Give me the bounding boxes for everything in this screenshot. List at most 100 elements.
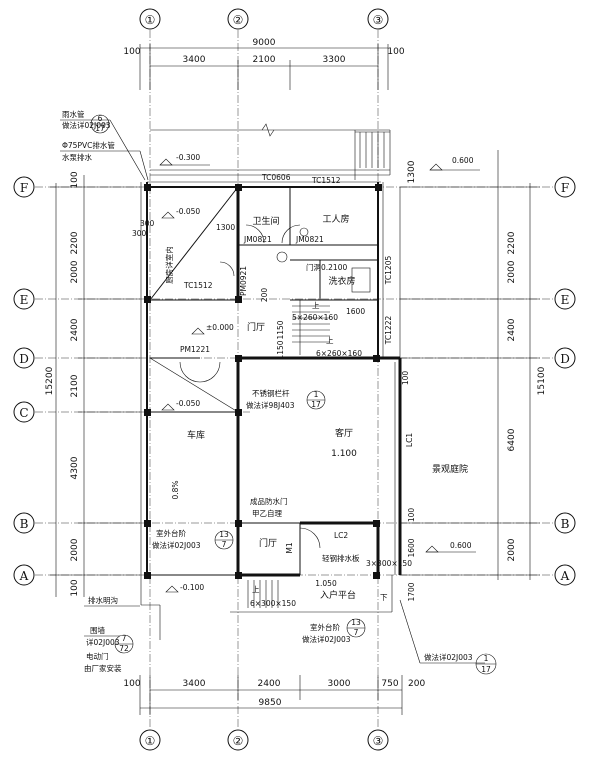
note-outside-door2: 甲乙自理 <box>252 508 282 518</box>
dim-top-bay: 2100 <box>253 55 276 65</box>
note-300b: 300 <box>132 229 147 238</box>
dim-bottom-bay: 750 <box>381 679 398 689</box>
opening-tc1512-top: TC1512 <box>311 176 341 185</box>
stair-down: 下 <box>380 593 388 602</box>
toilet-fixture <box>276 251 288 263</box>
entrance-level: 1.050 <box>315 579 337 588</box>
axis-label: F <box>561 181 569 195</box>
stair-up-b: 上 <box>326 336 334 345</box>
opening-jm0821-a: JM0821 <box>243 235 272 244</box>
axis-bubble-left-E: E <box>13 288 35 310</box>
room-label-garage: 车库 <box>187 429 205 441</box>
detail-bubble-fence: 7 72 <box>114 634 134 654</box>
detail-bubble-num: 7 <box>122 634 127 643</box>
detail-bubble-stair: 1 17 <box>306 390 326 410</box>
axis-label: A <box>560 569 570 583</box>
axis-label: ③ <box>373 734 384 748</box>
note-bottom-ref2: 做法详02J003 <box>302 634 351 644</box>
note-drain-ref: 做法详02J003 <box>62 120 111 130</box>
dim-left-bay: 4300 <box>70 456 80 479</box>
axis-label: ② <box>233 734 244 748</box>
dim-left-bay: 2000 <box>70 538 80 561</box>
stair-dim-200: 200 <box>260 288 269 303</box>
opening-tc0606: TC0606 <box>261 173 291 182</box>
stair-step-a: 5×260×160 <box>292 313 338 322</box>
dim-right-bay: 2400 <box>507 318 517 341</box>
opening-lc2: LC2 <box>334 531 348 540</box>
stair-treads <box>247 300 330 608</box>
dim-left-bay: 2000 <box>70 260 80 283</box>
dim-left-bottom-offset: 100 <box>70 579 80 596</box>
note-kitchen: 厨房详室内 <box>164 246 174 284</box>
dim-top-right-offset: 100 <box>387 47 404 57</box>
dim-top-bay: 3300 <box>323 55 346 65</box>
stair-step-e: 3×300×150 <box>366 559 412 568</box>
note-downpipe: 雨水管 <box>62 109 85 119</box>
stair-dim-1600: 1600 <box>346 307 365 316</box>
detail-bubble-num: 13 <box>351 618 361 627</box>
note-drain-ditch: 排水明沟 <box>88 595 118 605</box>
detail-bubble-bottom: 13 7 <box>346 618 366 638</box>
level-markers: -0.300 0.600 -0.050 ±0.000 -0.050 -0.100… <box>159 153 480 593</box>
dim-bottom-total: 9850 <box>259 698 282 708</box>
level-top-left: -0.300 <box>176 153 200 162</box>
room-label-entry-foyer: 门厅 <box>259 537 277 549</box>
axis-bubble-right-D: D <box>554 347 576 369</box>
dim-bottom-right-offset: 200 <box>408 679 425 689</box>
structural-columns <box>144 184 382 579</box>
level-upper-left: -0.050 <box>176 207 200 216</box>
walls <box>140 130 402 640</box>
detail-bubble-sheet: 17 <box>95 124 105 133</box>
dim-right-bay: 2000 <box>507 260 517 283</box>
detail-bubble-sheet: 72 <box>119 644 129 653</box>
dim-right-bay: 2000 <box>507 538 517 561</box>
axis-bubble-top-3: ③ <box>367 8 389 30</box>
axis-bubble-right-F: F <box>554 176 576 198</box>
opening-tc1222: TC1222 <box>384 316 393 346</box>
axis-bubble-bottom-3: ③ <box>367 729 389 751</box>
axis-label: ① <box>145 734 156 748</box>
dim-top-bay: 3400 <box>183 55 206 65</box>
garage-diagonal <box>149 357 239 413</box>
opening-pm1221: PM1221 <box>180 345 210 354</box>
top-dimension-chain: 9000 100 100 3400 2100 3300 <box>123 38 405 180</box>
dim-1700-right: 1700 <box>407 582 416 601</box>
detail-bubble-num: 6 <box>98 114 103 123</box>
room-label-garden: 景观庭院 <box>432 463 468 475</box>
note-bottom-ref: 室外台阶 <box>310 622 340 632</box>
dim-left-bay: 2400 <box>70 318 80 341</box>
axis-bubble-left-B: B <box>13 512 35 534</box>
axis-bubble-top-2: ② <box>227 8 249 30</box>
level-bottom-left: -0.100 <box>180 583 204 592</box>
axis-bubble-left-A: A <box>13 564 35 586</box>
stair-dim-1150a: 1150 <box>276 320 285 339</box>
axis-bubble-left-F: F <box>13 176 35 198</box>
detail-bubble-step: 13 7 <box>214 530 234 550</box>
dim-right-top-offset: 1300 <box>407 160 417 183</box>
note-outside-door: 成品防水门 <box>250 496 288 506</box>
dim-top-total: 9000 <box>253 38 276 48</box>
note-ramp: 轻钢排水板 <box>322 553 360 563</box>
room-label-entrance-platform: 入户平台 <box>320 589 356 601</box>
detail-bubble-sheet: 17 <box>311 400 321 409</box>
sink-fixture <box>299 227 309 237</box>
axis-label: ① <box>145 13 156 27</box>
opening-m1: M1 <box>285 542 294 553</box>
axis-label: D <box>19 352 29 366</box>
stair-dim-1150b: 1150 <box>276 340 285 359</box>
detail-bubble-top-left: 6 17 <box>90 114 110 134</box>
detail-bubble-sheet: 7 <box>222 540 227 549</box>
axis-bubble-right-E: E <box>554 288 576 310</box>
dim-bottom-bay: 2400 <box>258 679 281 689</box>
dim-bottom-left-offset: 100 <box>123 679 140 689</box>
room-label-living: 客厅 <box>335 427 353 439</box>
opening-jm0821-b: JM0821 <box>295 235 324 244</box>
opening-pm0921: PM0921 <box>239 266 248 296</box>
kitchen-diagonal <box>149 186 239 301</box>
dim-right-bay: 2200 <box>507 231 517 254</box>
dim-bottom-bay: 3000 <box>328 679 351 689</box>
dim-left-bay: 2200 <box>70 231 80 254</box>
note-300: 300 <box>140 219 155 228</box>
stair-rail-ref: 做法详98J403 <box>246 400 295 410</box>
dim-1600-right: 1600 <box>407 538 416 557</box>
